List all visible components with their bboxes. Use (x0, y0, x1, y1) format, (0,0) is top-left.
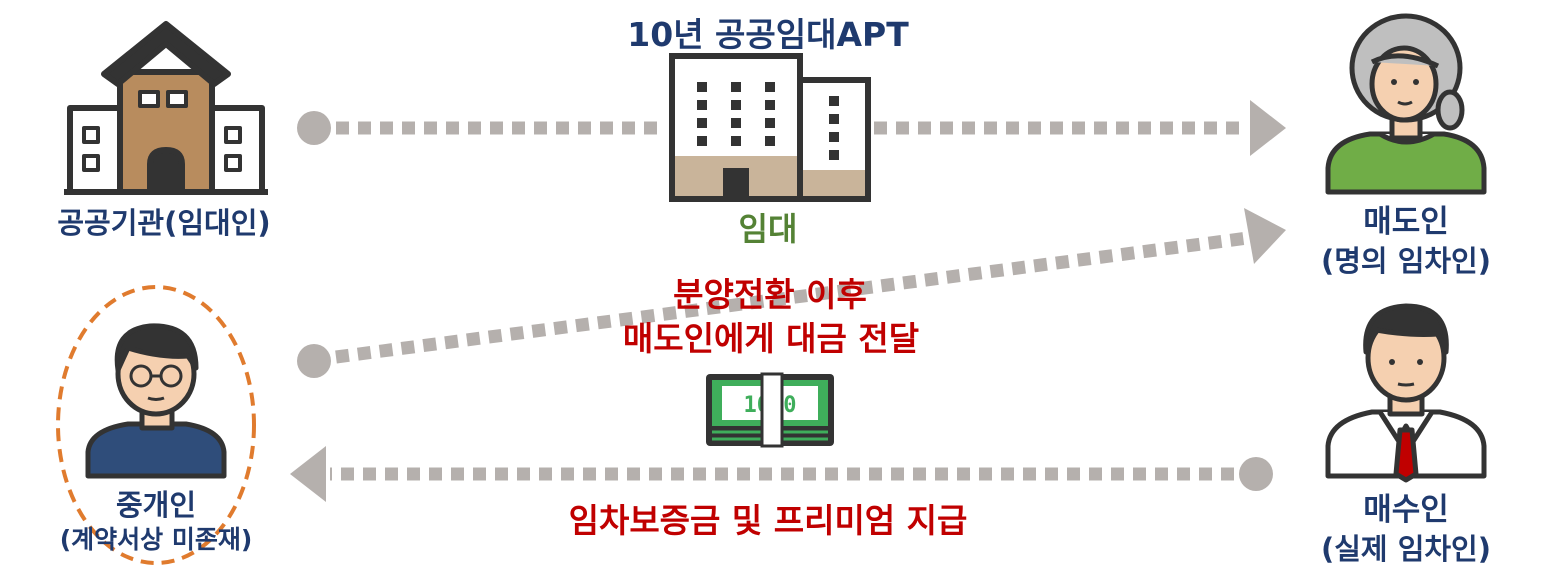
seller-label: 매도인 (1363, 204, 1449, 240)
cash-bundle-icon: 1000 (706, 372, 834, 448)
buyer-sublabel: (실제 임차인) (1320, 532, 1491, 566)
buyer-label: 매수인 (1363, 492, 1449, 528)
transfer-text-line1: 분양전환 이후 (673, 275, 867, 314)
arrow-lessor-to-seller (297, 100, 1286, 156)
public-agency-building-icon (64, 21, 268, 195)
broker-label: 중개인 (115, 488, 197, 522)
transfer-text-line2: 매도인에게 대금 전달 (622, 319, 920, 358)
broker-highlight-ring (56, 285, 256, 565)
seller-sublabel: (명의 임차인) (1320, 244, 1491, 278)
page-title: 10년 공공임대APT (627, 15, 909, 54)
payment-text: 임차보증금 및 프리미엄 지급 (568, 501, 968, 540)
arrow-buyer-to-broker (290, 446, 1273, 502)
arrow-broker-to-seller (297, 208, 1286, 378)
broker-avatar-icon (85, 323, 227, 479)
seller-avatar-icon (1325, 13, 1487, 195)
lease-label: 임대 (738, 210, 798, 248)
broker-sublabel: (계약서상 미존재) (59, 525, 253, 554)
lessor-label: 공공기관(임대인) (57, 206, 271, 240)
apartment-building-icon (669, 53, 871, 202)
buyer-avatar-icon (1325, 303, 1487, 483)
